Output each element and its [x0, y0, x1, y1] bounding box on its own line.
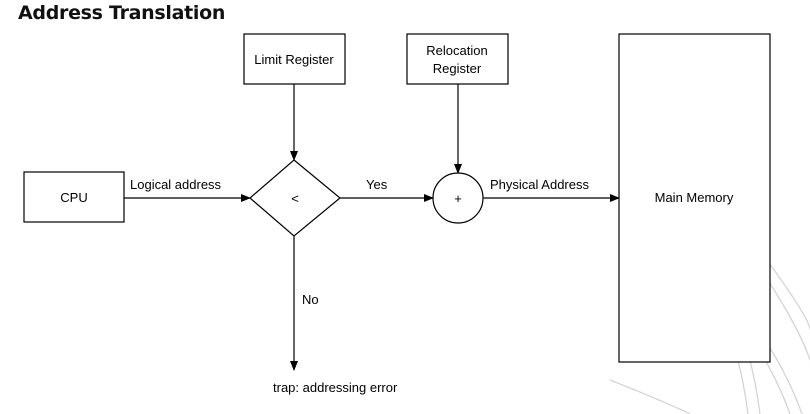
adder-symbol: +	[454, 191, 462, 206]
relocation-register-label-line1: Relocation	[426, 43, 487, 58]
no-label: No	[302, 292, 319, 307]
cpu-node: CPU	[23, 171, 125, 223]
trap-label: trap: addressing error	[273, 380, 398, 395]
logical-address-label: Logical address	[130, 177, 222, 192]
main-memory-node: Main Memory	[618, 33, 771, 363]
cpu-label: CPU	[60, 190, 87, 205]
physical-address-label: Physical Address	[490, 177, 589, 192]
edge-adder-to-memory: Physical Address	[483, 177, 620, 202]
yes-label: Yes	[366, 177, 388, 192]
relocation-register-node: Relocation Register	[406, 33, 509, 85]
edge-comparator-to-trap: No trap: addressing error	[273, 236, 398, 395]
limit-register-node: Limit Register	[243, 33, 346, 85]
comparator-symbol: <	[291, 191, 299, 206]
diagram-title: Address Translation	[18, 2, 226, 24]
limit-register-label: Limit Register	[254, 52, 334, 67]
adder-node: +	[432, 172, 484, 224]
comparator-node: <	[249, 159, 341, 237]
main-memory-label: Main Memory	[655, 190, 734, 205]
relocation-register-label-line2: Register	[433, 61, 482, 76]
edge-comparator-to-adder: Yes	[340, 177, 434, 202]
edge-cpu-to-comparator: Logical address	[124, 177, 251, 202]
